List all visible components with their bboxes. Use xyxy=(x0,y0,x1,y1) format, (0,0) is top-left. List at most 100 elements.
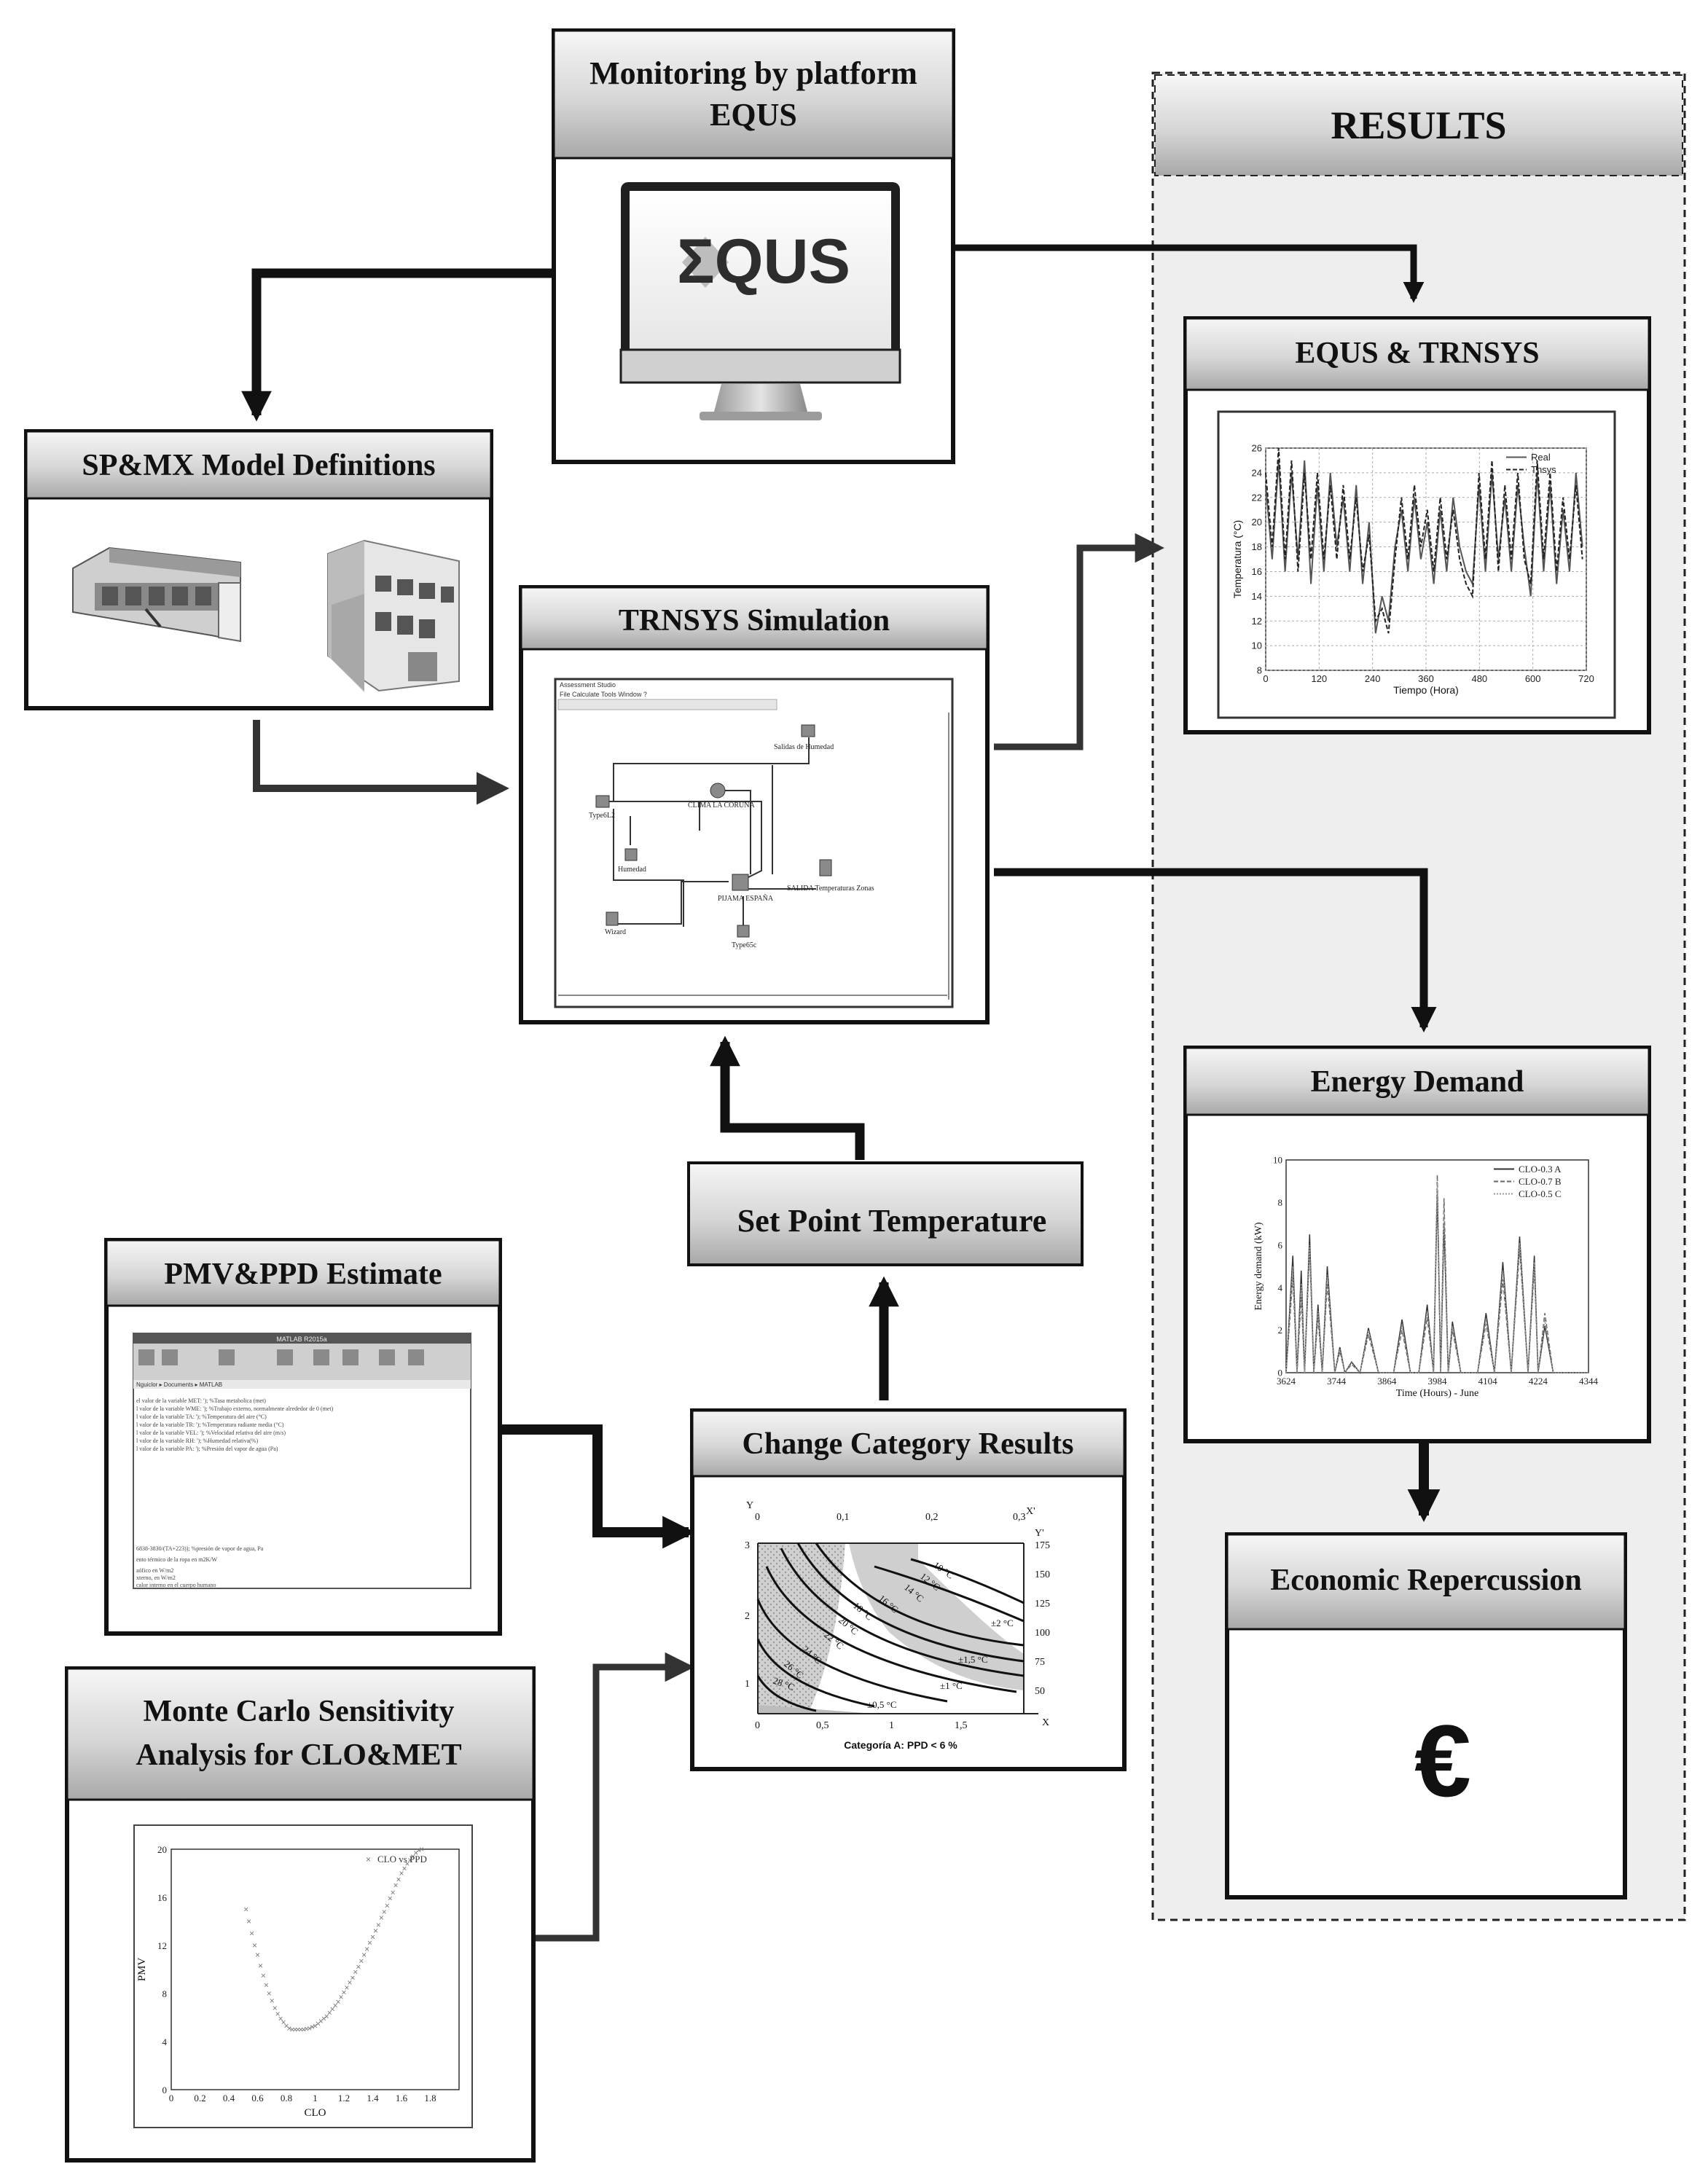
svg-text:50: 50 xyxy=(1035,1686,1045,1697)
x-tick-label: 1.2 xyxy=(338,2093,350,2103)
scatter-point: × xyxy=(252,1940,257,1950)
svg-text:2: 2 xyxy=(745,1611,750,1622)
monitoring-header xyxy=(552,29,955,160)
studio-labels: Salidas de Humedad CLIMA LA CORUÑA Type6… xyxy=(589,743,874,949)
set-point-box: Set Point Temperature xyxy=(687,1161,1084,1266)
scatter-point: × xyxy=(385,1901,390,1911)
sp-model-box: SP&MX Model Definitions xyxy=(24,429,493,710)
y-tick-label: 2 xyxy=(1278,1325,1283,1336)
pmv-ppd-title: PMV&PPD Estimate xyxy=(164,1258,442,1291)
y-tick-label: 14 xyxy=(1252,591,1262,602)
y-tick-label: 10 xyxy=(1273,1155,1282,1166)
change-category-title: Change Category Results xyxy=(743,1427,1074,1461)
matlab-path: Nguiclor ▸ Documents ▸ MATLAB xyxy=(136,1381,222,1388)
svg-text:Wizard: Wizard xyxy=(605,928,626,936)
svg-text:1: 1 xyxy=(745,1679,750,1690)
svg-text:Salidas de Humedad: Salidas de Humedad xyxy=(774,743,834,751)
scatter-point: × xyxy=(321,2014,326,2024)
x-axis-label: Tiempo (Hora) xyxy=(1393,684,1459,696)
svg-text:X: X xyxy=(1042,1717,1049,1728)
y-axis-label: PMV xyxy=(136,1958,148,1982)
x-axis-label: Time (Hours) - June xyxy=(1396,1388,1478,1399)
scatter-point: × xyxy=(336,1997,341,2007)
scatter-point: × xyxy=(270,1996,275,2006)
scatter-point: × xyxy=(278,2014,283,2024)
svg-text:0: 0 xyxy=(755,1720,760,1731)
legend-label: CLO-0.7 B xyxy=(1519,1176,1562,1187)
x-tick-label: 1.6 xyxy=(396,2093,408,2103)
scatter-point: × xyxy=(318,2016,324,2026)
scatter-point: × xyxy=(281,2018,286,2028)
svg-text:X': X' xyxy=(1026,1506,1035,1517)
x-tick-label: 0 xyxy=(169,2093,174,2103)
svg-text:100: 100 xyxy=(1035,1628,1050,1639)
scatter-point: × xyxy=(407,1855,412,1865)
scatter-point: × xyxy=(382,1907,387,1917)
monte-carlo-header xyxy=(66,1667,535,1801)
y-tick-label: 26 xyxy=(1252,443,1262,454)
matlab-screenshot: MATLAB R2015a Nguiclor ▸ Documents ▸ MAT… xyxy=(133,1333,471,1589)
scatter-point: × xyxy=(361,1950,367,1960)
x-tick-label: 4104 xyxy=(1478,1376,1498,1387)
arrow-montecarlo-to-category xyxy=(533,1652,695,1942)
y-tick-label: 24 xyxy=(1252,467,1262,478)
scatter-point: × xyxy=(273,2003,278,2013)
economic-header xyxy=(1226,1533,1626,1631)
equs-logo: ΣQUS xyxy=(677,227,850,297)
x-tick-label: 0.4 xyxy=(223,2093,235,2103)
svg-text:l valor de la variable VEL: '): l valor de la variable VEL: '); %Velocid… xyxy=(136,1430,286,1436)
arrow-trnsys-to-equs-chart xyxy=(994,533,1165,750)
x-tick-label: 3864 xyxy=(1377,1376,1397,1387)
svg-text:l valor de la variable TA: ');: l valor de la variable TA: '); %Temperat… xyxy=(136,1414,267,1420)
svg-text:175: 175 xyxy=(1035,1540,1050,1551)
svg-text:Y: Y xyxy=(746,1500,753,1511)
pmv-ppd-header xyxy=(105,1239,501,1307)
svg-text:Humedad: Humedad xyxy=(618,866,646,874)
scatter-point: × xyxy=(339,1992,344,2002)
y-tick-label: 16 xyxy=(157,1892,168,1903)
pmv-ppd-box: PMV&PPD Estimate MATLAB R2015a Nguiclor … xyxy=(104,1238,502,1636)
svg-text:3: 3 xyxy=(745,1540,750,1551)
results-title: RESULTS xyxy=(1331,103,1506,147)
scatter-point: × xyxy=(307,2023,312,2034)
svg-text:xterno, en W/m2: xterno, en W/m2 xyxy=(136,1575,176,1581)
series-line-1 xyxy=(1265,460,1583,634)
scatter-point: × xyxy=(255,1950,260,1960)
building-section-model xyxy=(72,546,241,643)
scatter-point: × xyxy=(261,1970,266,1980)
legend-label: CLO vs PPD xyxy=(377,1854,427,1865)
svg-text:±1 °C: ±1 °C xyxy=(940,1680,963,1691)
equs-trnsys-title: EQUS & TRNSYS xyxy=(1295,337,1539,370)
svg-text:l valor de la variable TR: ');: l valor de la variable TR: '); %Temperat… xyxy=(136,1422,284,1428)
change-category-header xyxy=(691,1409,1126,1478)
svg-text:CLIMA LA CORUÑA: CLIMA LA CORUÑA xyxy=(688,801,755,809)
trnsys-sim-title: TRNSYS Simulation xyxy=(619,604,890,638)
scatter-point: × xyxy=(310,2022,315,2032)
arrow-equs-to-spmx xyxy=(241,268,554,422)
scatter-point: × xyxy=(401,1863,407,1873)
scatter-point: × xyxy=(324,2011,329,2021)
change-category-box: Change Category Results xyxy=(690,1408,1127,1771)
scatter-point: × xyxy=(347,1977,352,1988)
scatter-point: × xyxy=(356,1962,361,1972)
monte-carlo-title-line1: Monte Carlo Sensitivity xyxy=(144,1695,455,1728)
legend-label: CLO-0.3 A xyxy=(1519,1164,1562,1175)
svg-text:el valor de la variable MET: ': el valor de la variable MET: '); %Tasa m… xyxy=(136,1397,266,1404)
trnsys-sim-header xyxy=(520,586,989,651)
x-tick-label: 240 xyxy=(1365,673,1381,684)
x-tick-label: 0.8 xyxy=(281,2093,292,2103)
y-tick-label: 0 xyxy=(162,2085,168,2095)
scatter-point: × xyxy=(416,1846,421,1856)
x-tick-label: 0 xyxy=(1263,673,1268,684)
x-tick-label: 600 xyxy=(1525,673,1541,684)
series-line-2 xyxy=(1265,447,1583,634)
scatter-point: × xyxy=(379,1913,384,1923)
scatter-point: × xyxy=(330,2004,335,2014)
scatter-point: × xyxy=(364,1944,369,1954)
scatter-point: × xyxy=(391,1887,396,1897)
plot-frame xyxy=(1285,1159,1589,1373)
y-tick-label: 22 xyxy=(1252,492,1262,503)
x-tick-label: 480 xyxy=(1471,673,1487,684)
svg-text:125: 125 xyxy=(1035,1599,1050,1609)
